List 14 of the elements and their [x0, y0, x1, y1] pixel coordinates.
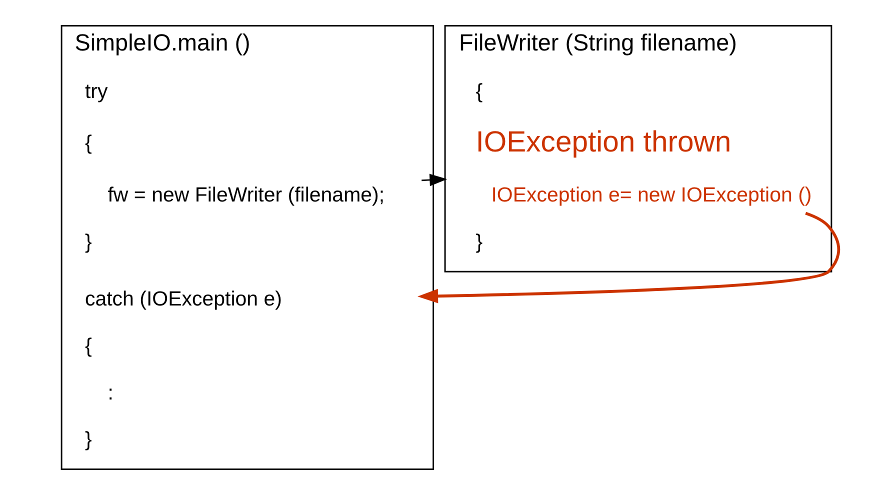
node-text: {	[84, 334, 92, 358]
node-text: }	[84, 428, 92, 452]
node-text: IOException e= new IOException ()	[490, 184, 812, 207]
node-text: }	[84, 230, 92, 254]
node-text: fw = new FileWriter (filename);	[107, 184, 384, 207]
node-text: {	[84, 132, 92, 155]
node-text: try	[84, 80, 108, 103]
node-text: IOException thrown	[475, 126, 731, 159]
node-text: }	[475, 230, 482, 254]
node-text: catch (IOException e)	[84, 288, 282, 311]
arrow	[421, 174, 447, 186]
node-text: :	[107, 381, 113, 404]
node-text: {	[475, 80, 482, 103]
arrow	[417, 212, 840, 304]
